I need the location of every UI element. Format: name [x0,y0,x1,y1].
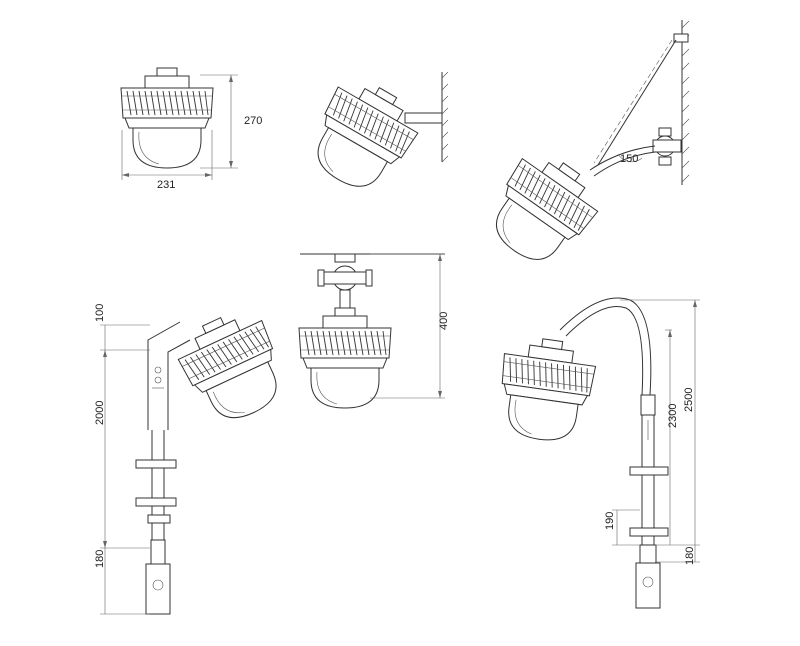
front-height-label: 270 [244,115,262,127]
pole-base-offset-label: 180 [94,550,106,568]
pole-top-offset-label: 100 [94,304,106,322]
front-view [120,67,238,180]
curve-shaft-label: 2300 [667,404,679,428]
pendant-height-label: 400 [438,312,450,330]
pendant-view [298,253,445,409]
pole-arm-view [100,301,296,615]
curve-total-label: 2500 [683,388,695,412]
front-width-label: 231 [157,179,175,191]
bracket-angle-label: 150 [620,153,638,165]
clamp-spacing-label: 190 [604,512,616,530]
curve-base-label: 180 [684,547,696,565]
pole-curve-view [492,297,700,609]
wall-bracket-view [475,20,690,278]
wall-mount-view [297,69,449,203]
pole-length-label: 2000 [94,401,106,425]
